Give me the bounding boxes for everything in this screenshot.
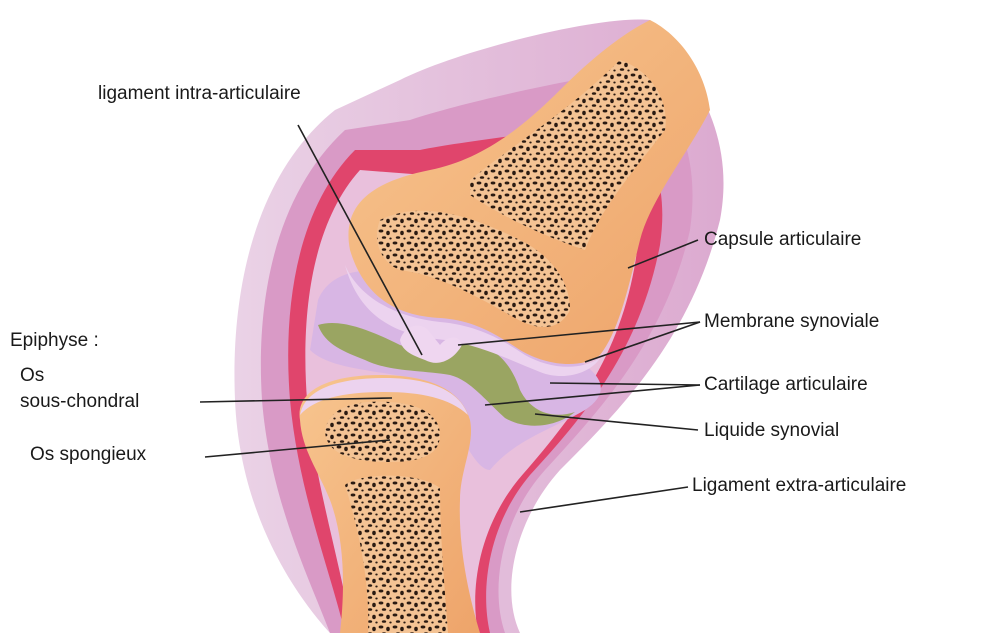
label-capsule: Capsule articulaire [704,229,861,251]
label-liquide: Liquide synovial [704,420,839,442]
label-ligament-extra: Ligament extra-articulaire [692,475,906,497]
label-membrane: Membrane synoviale [704,311,879,333]
label-cartilage: Cartilage articulaire [704,374,868,396]
leader-ligament-extra [520,487,688,512]
label-os: Os [20,365,44,387]
label-os-spongieux: Os spongieux [30,444,146,466]
label-sous-chondral: sous-chondral [20,391,139,413]
label-ligament-intra: ligament intra-articulaire [98,83,301,105]
lower-bone-epiphysis-marrow [325,402,440,462]
label-epiphyse: Epiphyse : [10,330,99,352]
